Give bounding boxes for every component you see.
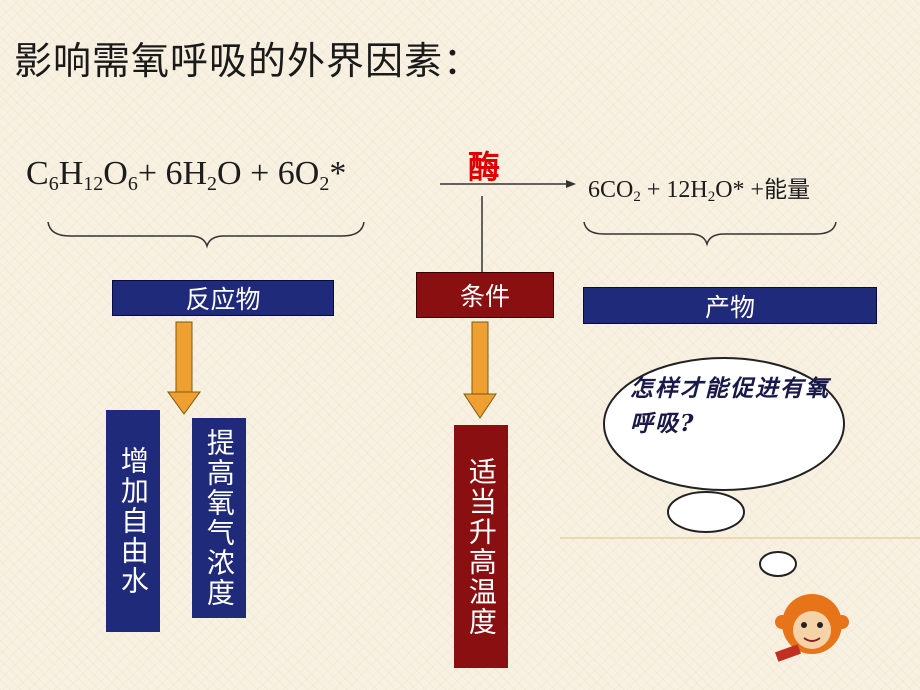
- reactants-brace: [47, 221, 365, 249]
- glucose-h-sub: 12: [83, 173, 104, 195]
- water-oxygen: O + 6O: [217, 155, 320, 192]
- co2-sub: 2: [633, 189, 641, 205]
- products-brace: [583, 221, 837, 247]
- oxygen-sub: 2: [319, 173, 330, 195]
- products-equation: 6CO2 + 12H2O* +能量: [588, 170, 810, 206]
- enzyme-label: 酶: [468, 148, 501, 186]
- reactants-equation: C6H12O6+ 6H2O + 6O2*: [26, 155, 346, 196]
- product-water-sub: 2: [707, 189, 716, 205]
- glucose-o: O: [103, 155, 128, 192]
- glucose-c-sub: 6: [48, 173, 59, 195]
- glucose-h: H: [58, 155, 84, 192]
- bubble-tail-small: [759, 551, 797, 577]
- raise-oxygen-box: 提高氧气浓度: [192, 418, 246, 618]
- products-box: 产物: [583, 287, 877, 324]
- down-arrow-icon: [167, 321, 201, 415]
- co2-text: 6CO: [588, 177, 634, 203]
- glucose-c: C: [26, 155, 49, 192]
- slide-title: 影响需氧呼吸的外界因素：: [14, 39, 483, 83]
- speech-bubble-question: 怎样才能促进有氧呼吸?: [630, 375, 830, 437]
- energy-text: 能量: [764, 177, 811, 203]
- oxygen-mark: *: [329, 155, 347, 192]
- bubble-tail-large: [667, 491, 745, 533]
- raise-temperature-box: 适当升高温度: [454, 425, 508, 668]
- glucose-o-sub: 6: [127, 173, 138, 195]
- product-water-text: + 12H: [640, 177, 708, 203]
- reactants-box: 反应物: [112, 280, 334, 316]
- speech-bubble: [603, 357, 845, 491]
- right-arrow-icon: [566, 180, 576, 188]
- water-sub: 2: [207, 173, 218, 195]
- plus-water: + 6H: [137, 155, 208, 192]
- monkey-mascot-icon: [775, 594, 849, 662]
- condition-box: 条件: [416, 272, 554, 318]
- add-free-water-box: 增加自由水: [106, 410, 160, 632]
- down-arrow-icon: [463, 321, 497, 419]
- product-water-post: O* +: [715, 177, 765, 203]
